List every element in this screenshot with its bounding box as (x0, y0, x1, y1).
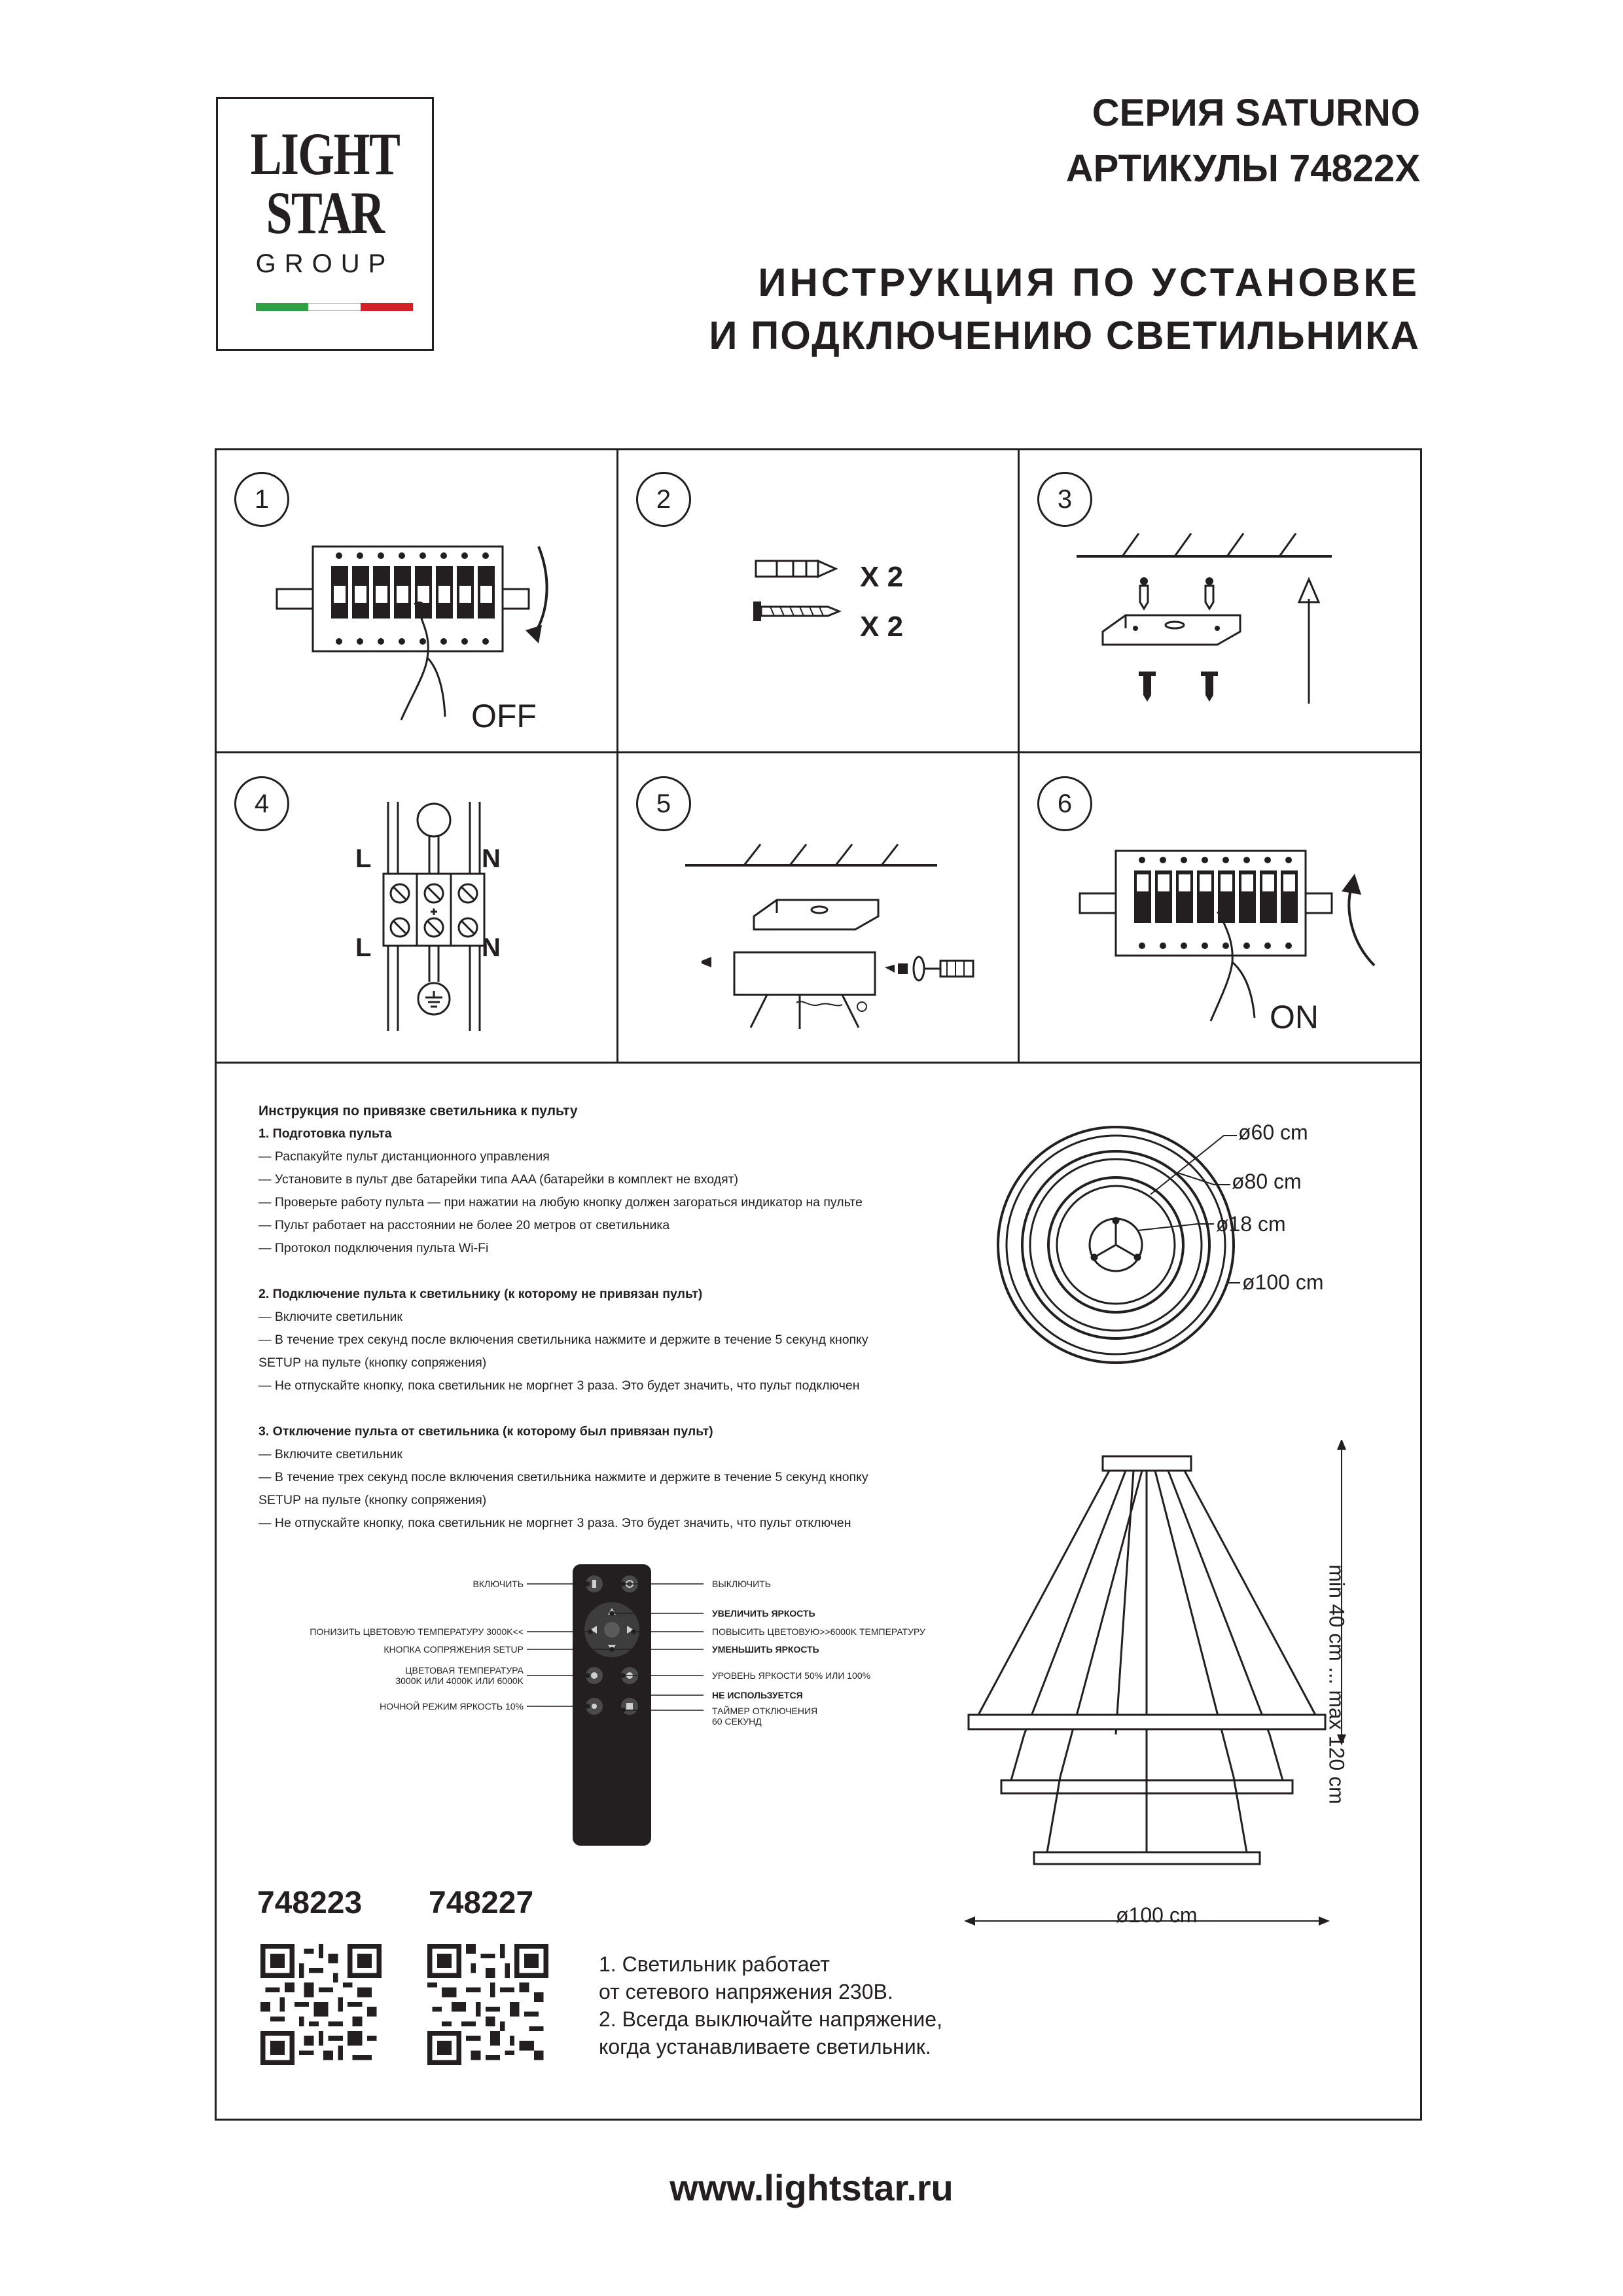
live-label-top: L (355, 844, 372, 873)
articles-title: АРТИКУЛЫ 74822X (1065, 147, 1420, 190)
fixture-mounting-illustration (685, 844, 974, 1029)
remote-label-timer-line1: ТАЙМЕР ОТКЛЮЧЕНИЯ (712, 1706, 818, 1716)
section-2-item: — В течение трех секунд после включения … (259, 1333, 868, 1347)
step-number-2: 2 (636, 472, 691, 527)
step-number-4: 4 (234, 776, 289, 831)
section-3-title: 3. Отключение пульта от светильника (к к… (259, 1424, 713, 1439)
instructions-title: Инструкция по привязке светильника к пул… (259, 1103, 578, 1119)
width-dimension: ø100 cm (1116, 1903, 1198, 1927)
remote-label-bright-down: УМЕНЬШИТЬ ЯРКОСТЬ (712, 1644, 819, 1655)
step-4-cell: 4 L N L N (215, 753, 616, 1062)
dimension-80: ø80 cm (1232, 1170, 1302, 1193)
section-3-item: SETUP на пульте (кнопку сопряжения) (259, 1493, 487, 1507)
note-1-line1: 1. Светильник работает (599, 1952, 830, 1976)
qr-code-748227[interactable] (427, 1944, 548, 2065)
off-label: OFF (471, 698, 537, 734)
section-1-item: — Установите в пульт две батарейки типа … (259, 1172, 739, 1187)
neutral-label-top: N (482, 844, 501, 873)
dimension-60: ø60 cm (1238, 1121, 1308, 1144)
qr-code-748223[interactable] (260, 1944, 382, 2065)
remote-label-off: ВЫКЛЮЧИТЬ (712, 1579, 771, 1589)
document-title-line1: ИНСТРУКЦИЯ ПО УСТАНОВКЕ (758, 260, 1420, 304)
remote-label-night: НОЧНОЙ РЕЖИМ ЯРКОСТЬ 10% (380, 1701, 524, 1712)
plug-quantity: X 2 (860, 561, 904, 593)
note-2-line2: когда устанавливаете светильник. (599, 2035, 931, 2058)
remote-label-level: УРОВЕНЬ ЯРКОСТИ 50% ИЛИ 100% (712, 1670, 871, 1681)
instruction-panel (215, 448, 1422, 2121)
section-3-item: — Не отпускайте кнопку, пока светильник … (259, 1516, 851, 1530)
wall-plug-and-screw-icon (753, 559, 842, 621)
step-3-cell: 3 (1018, 448, 1422, 751)
section-1-title: 1. Подготовка пульта (259, 1126, 392, 1141)
grid-divider-row1 (215, 751, 1422, 753)
grid-divider-col2 (1018, 448, 1020, 1063)
website-link[interactable]: www.lightstar.ru (669, 2167, 954, 2208)
remote-label-timer-line2: 60 СЕКУНД (712, 1716, 762, 1727)
remote-label-unused: НЕ ИСПОЛЬЗУЕТСЯ (712, 1690, 803, 1700)
section-2-title: 2. Подключение пульта к светильнику (к к… (259, 1287, 703, 1301)
grid-divider-col1 (616, 448, 618, 1063)
section-2-item: — Включите светильник (259, 1310, 402, 1324)
logo-group: GROUP (255, 249, 395, 278)
flag-green-stripe (256, 303, 308, 311)
step-1-cell: 1 OFF (215, 448, 616, 751)
remote-label-timer: ТАЙМЕР ОТКЛЮЧЕНИЯ 60 СЕКУНД (712, 1706, 817, 1727)
remote-leader-lines (527, 1581, 704, 1713)
article-748227: 748227 (429, 1886, 534, 1920)
section-2-item: — Не отпускайте кнопку, пока светильник … (259, 1378, 860, 1393)
dimension-18: ø18 cm (1216, 1212, 1286, 1236)
flag-red-stripe (361, 303, 413, 311)
series-title: СЕРИЯ SATURNO (1092, 92, 1420, 134)
screw-quantity: X 2 (860, 611, 904, 643)
logo-star: STAR (266, 179, 385, 246)
grid-divider-row2 (215, 1062, 1422, 1064)
note-1-line2: от сетевого напряжения 230В. (599, 1980, 893, 2003)
dimension-100: ø100 cm (1242, 1270, 1324, 1294)
height-dimension: min 40 cm ... max 120 cm (1325, 1564, 1349, 1804)
step-number-3: 3 (1037, 472, 1092, 527)
circuit-breaker-on-illustration (1079, 850, 1376, 1022)
wiring-terminal-diagram (382, 802, 486, 1031)
remote-label-color-temp-line2: 3000K ИЛИ 4000K ИЛИ 6000K (395, 1676, 524, 1686)
pairing-instructions: Инструкция по привязке светильника к пул… (259, 1100, 868, 1535)
flag-white-stripe (308, 303, 361, 311)
remote-label-color-temp-line1: ЦВЕТОВАЯ ТЕМПЕРАТУРА (405, 1665, 524, 1676)
step-6-cell: 6 ON (1018, 753, 1422, 1062)
brand-logo: LIGHT STAR GROUP (216, 97, 434, 351)
neutral-label-bottom: N (482, 933, 501, 962)
remote-label-bright-up: УВЕЛИЧИТЬ ЯРКОСТЬ (712, 1608, 815, 1619)
document-title-line2: И ПОДКЛЮЧЕНИЮ СВЕТИЛЬНИКА (709, 314, 1420, 357)
logo-light: LIGHT (250, 120, 401, 187)
remote-label-color-temp: ЦВЕТОВАЯ ТЕМПЕРАТУРА 3000K ИЛИ 4000K ИЛИ… (395, 1665, 524, 1686)
section-1-item: — Протокол подключения пульта Wi-Fi (259, 1241, 489, 1255)
section-1-item: — Распакуйте пульт дистанционного управл… (259, 1149, 550, 1164)
section-1-item: — Проверьте работу пульта — при нажатии … (259, 1195, 863, 1210)
remote-label-setup: КНОПКА СОПРЯЖЕНИЯ SETUP (383, 1644, 524, 1655)
remote-label-on: ВКЛЮЧИТЬ (473, 1579, 524, 1589)
top-view-ring-diagram (997, 1126, 1240, 1364)
side-view-fixture-diagram (964, 1440, 1346, 1926)
section-1-item: — Пульт работает на расстоянии не более … (259, 1218, 670, 1232)
mounting-bracket-fixing-illustration (1077, 533, 1332, 704)
section-3-item: — В течение трех секунд после включения … (259, 1470, 868, 1484)
remote-label-cooler: ПОНИЗИТЬ ЦВЕТОВУЮ ТЕМПЕРАТУРУ 3000K<< (310, 1626, 524, 1637)
safety-notes: 1. Светильник работает от сетевого напря… (599, 1950, 942, 2060)
section-2-item: SETUP на пульте (кнопку сопряжения) (259, 1355, 487, 1370)
note-2-line1: 2. Всегда выключайте напряжение, (599, 2007, 942, 2031)
circuit-breaker-off-illustration (276, 545, 548, 721)
section-3-item: — Включите светильник (259, 1447, 402, 1462)
step-number-5: 5 (636, 776, 691, 831)
step-5-cell: 5 (616, 753, 1018, 1062)
step-number-6: 6 (1037, 776, 1092, 831)
remote-label-warmer: ПОВЫСИТЬ ЦВЕТОВУЮ>>6000K ТЕМПЕРАТУРУ (712, 1626, 925, 1637)
article-748223: 748223 (257, 1886, 363, 1920)
step-number-1: 1 (234, 472, 289, 527)
step-2-cell: 2 X 2 X 2 (616, 448, 1018, 751)
on-label: ON (1270, 999, 1319, 1035)
live-label-bottom: L (355, 933, 372, 962)
